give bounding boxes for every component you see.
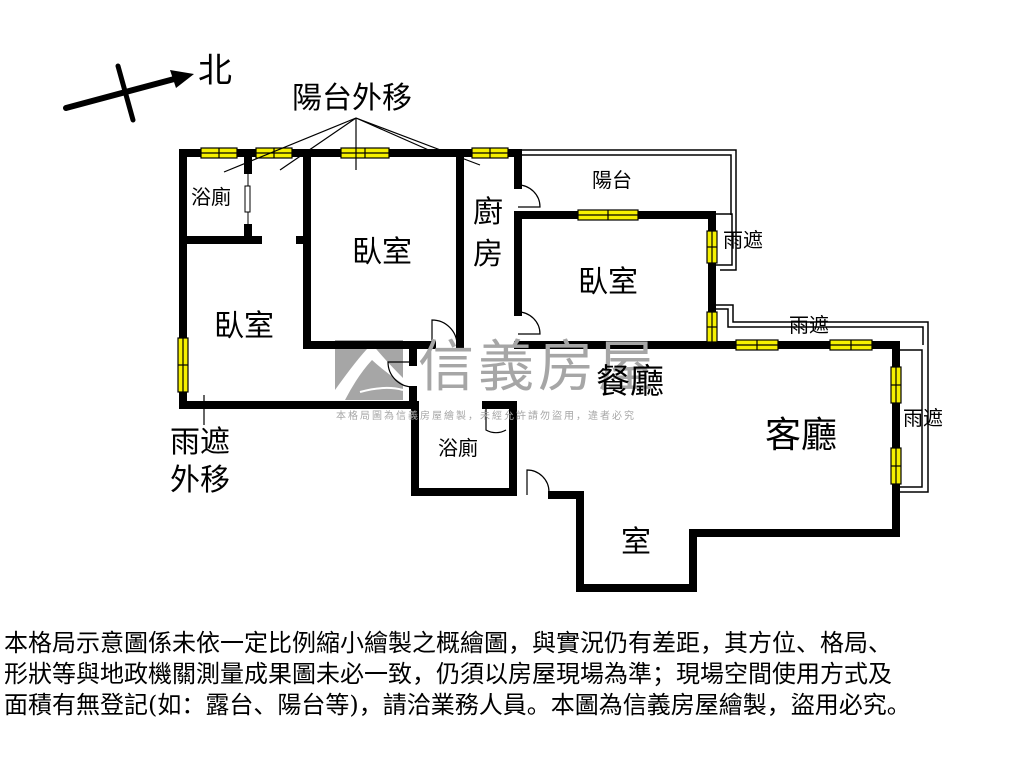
room-label-bedroom-left: 臥室 xyxy=(214,309,274,344)
room-label-bathroom-top: 浴廁 xyxy=(191,185,231,209)
awning-label-right-top: 雨遮 xyxy=(723,228,763,252)
awning-outlines xyxy=(515,149,929,493)
room-label-living: 客廳 xyxy=(765,415,838,456)
compass-north-arrow-icon xyxy=(63,63,194,123)
room-label-bathroom-bottom: 浴廁 xyxy=(438,436,478,460)
watermark-logo-icon xyxy=(335,340,404,400)
watermark-notice: 本格局圖為信義房屋繪製，未經允許請勿盜用，違者必究 xyxy=(336,411,636,422)
room-label-bedroom-right: 臥室 xyxy=(578,265,638,300)
sliding-door xyxy=(244,170,251,228)
room-label-dining: 餐廳 xyxy=(596,362,664,402)
walls xyxy=(179,149,900,592)
room-label-balcony: 陽台 xyxy=(592,168,632,192)
awning-label-middle: 雨遮 xyxy=(789,313,829,337)
room-label-room-bottom: 室 xyxy=(621,525,651,560)
disclaimer-text: 本格局示意圖係未依一定比例縮小繪製之概繪圖，與實況仍有差距，其方位、格局、 形狀… xyxy=(4,628,1024,721)
awning-moved-out-label-line2: 外移 xyxy=(170,463,230,498)
windows xyxy=(177,147,902,485)
doors xyxy=(387,184,550,495)
room-label-kitchen-line2: 房 xyxy=(473,237,503,272)
disclaimer-line-2: 形狀等與地政機關測量成果圖未必一致，仍須以房屋現場為準；現場空間使用方式及 xyxy=(4,660,892,688)
balcony-moved-out-label: 陽台外移 xyxy=(292,81,412,116)
room-label-kitchen-line1: 廚 xyxy=(473,195,503,230)
compass-north-label: 北 xyxy=(198,51,232,91)
annotation-leader-lines xyxy=(203,117,481,425)
disclaimer-line-3: 面積有無登記(如：露台、陽台等)，請洽業務人員。本圖為信義房屋繪製，盜用必究。 xyxy=(4,691,911,719)
watermark-brand: 信義房屋 xyxy=(418,335,658,400)
room-label-bedroom-center: 臥室 xyxy=(352,235,412,270)
disclaimer-line-1: 本格局示意圖係未依一定比例縮小繪製之概繪圖，與實況仍有差距，其方位、格局、 xyxy=(4,629,892,657)
awning-label-right: 雨遮 xyxy=(903,406,943,430)
awning-moved-out-label-line1: 雨遮 xyxy=(170,425,230,460)
